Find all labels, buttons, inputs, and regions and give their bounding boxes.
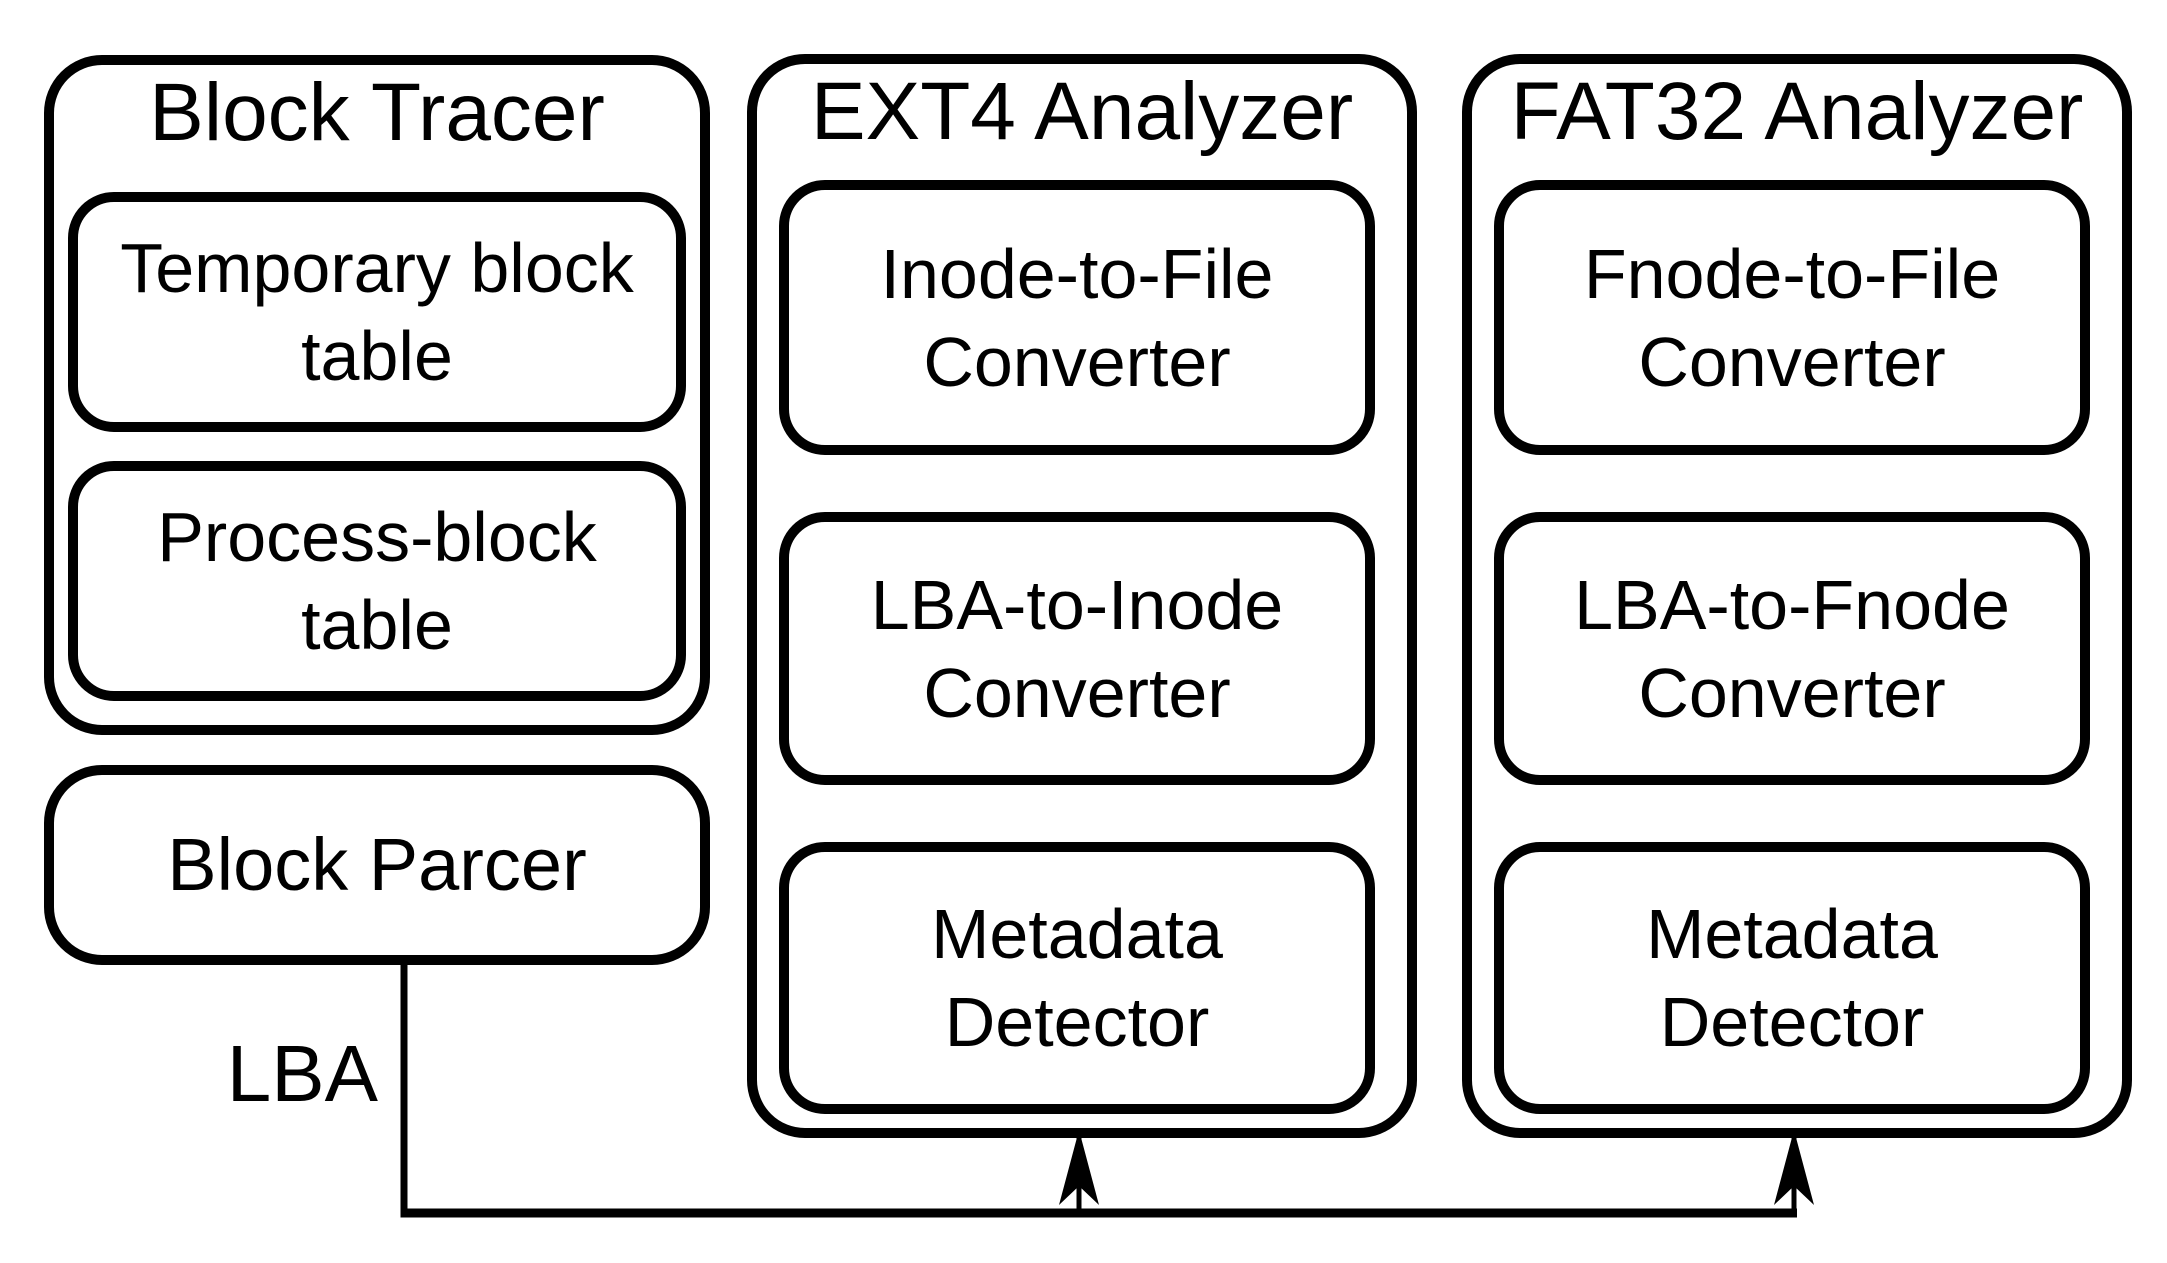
box-label-line: Converter: [1638, 653, 1946, 732]
box-label-line: LBA-to-Inode: [870, 565, 1284, 644]
box-label-line: Inode-to-File: [880, 234, 1274, 313]
block-parcer-box: Block Parcer: [44, 765, 710, 965]
ext4-metadata-detector-box: Metadata Detector: [779, 842, 1375, 1114]
ext4-analyzer-container: EXT4 Analyzer Inode-to-File Converter LB…: [747, 54, 1417, 1138]
fnode-to-file-converter-box: Fnode-to-File Converter: [1494, 180, 2090, 455]
block-parcer-label: Block Parcer: [167, 823, 587, 906]
box-label-line: Metadata: [931, 895, 1223, 973]
box-label-line: Fnode-to-File: [1583, 234, 2001, 313]
process-block-table-box: Process-block table: [68, 461, 686, 701]
block-tracer-title: Block Tracer: [149, 67, 605, 158]
lba-to-inode-converter-box: LBA-to-Inode Converter: [779, 512, 1375, 785]
box-label-line: Metadata: [1646, 895, 1938, 973]
arrow-up-icon: [1774, 1130, 1814, 1212]
lba-to-fnode-converter-box: LBA-to-Fnode Converter: [1494, 512, 2090, 785]
lba-label: LBA: [226, 1029, 378, 1118]
fat32-analyzer-container: FAT32 Analyzer Fnode-to-File Converter L…: [1462, 54, 2132, 1138]
box-label-line: table: [301, 317, 453, 395]
box-label-line: Detector: [944, 983, 1210, 1061]
box-label-line: LBA-to-Fnode: [1574, 565, 2010, 644]
box-label-line: Converter: [923, 322, 1231, 401]
box-label-line: Temporary block: [120, 229, 634, 307]
temporary-block-table-box: Temporary block table: [68, 192, 686, 432]
ext4-analyzer-title: EXT4 Analyzer: [810, 66, 1354, 157]
box-label-line: Process-block: [157, 498, 597, 576]
arrow-up-icon: [1059, 1130, 1099, 1212]
block-tracer-container: Block Tracer Temporary block table Proce…: [44, 55, 710, 735]
fat32-analyzer-title: FAT32 Analyzer: [1510, 66, 2084, 157]
box-label-line: table: [301, 586, 453, 664]
box-label-line: Converter: [923, 653, 1231, 732]
box-label-line: Detector: [1659, 983, 1925, 1061]
fat32-metadata-detector-box: Metadata Detector: [1494, 842, 2090, 1114]
box-label-line: Converter: [1638, 322, 1946, 401]
inode-to-file-converter-box: Inode-to-File Converter: [779, 180, 1375, 455]
